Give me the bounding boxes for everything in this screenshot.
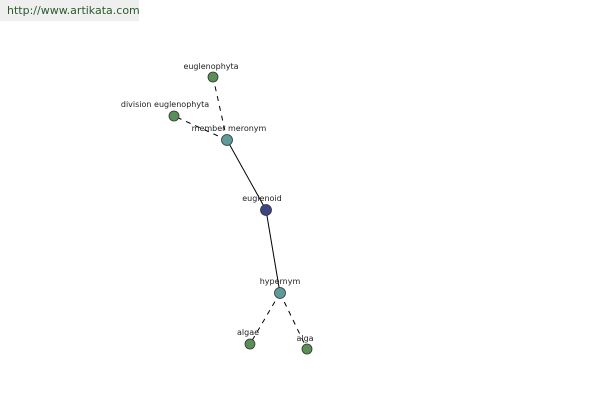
edge-euglenoid-to-member-meronym <box>226 139 267 211</box>
node-division-euglenophyta[interactable] <box>168 110 180 122</box>
nodes-layer <box>168 71 313 355</box>
source-banner: http://www.artikata.com <box>0 0 140 21</box>
node-label-division-euglenophyta: division euglenophyta <box>121 100 209 109</box>
node-algae[interactable] <box>244 338 256 350</box>
node-label-member-meronym: member meronym <box>192 124 267 133</box>
node-label-euglenoid: euglenoid <box>242 194 281 203</box>
node-euglenophyta[interactable] <box>207 71 219 83</box>
edges-layer <box>173 76 308 350</box>
source-url-link[interactable]: http://www.artikata.com <box>7 4 140 17</box>
edge-hypernym-to-alga <box>279 292 308 350</box>
labels-layer: euglenophyta division euglenophyta member … <box>121 62 314 343</box>
node-euglenoid[interactable] <box>260 204 272 216</box>
node-hypernym[interactable] <box>274 287 286 299</box>
edge-euglenoid-to-hypernym <box>265 209 281 294</box>
node-label-alga: alga <box>296 334 313 343</box>
node-member-meronym[interactable] <box>221 134 233 146</box>
edge-member-meronym-to-euglenophyta <box>212 76 228 141</box>
node-label-algae: algae <box>237 328 259 337</box>
node-label-euglenophyta: euglenophyta <box>183 62 238 71</box>
node-alga[interactable] <box>301 343 313 355</box>
node-label-hypernym: hypernym <box>260 277 301 286</box>
